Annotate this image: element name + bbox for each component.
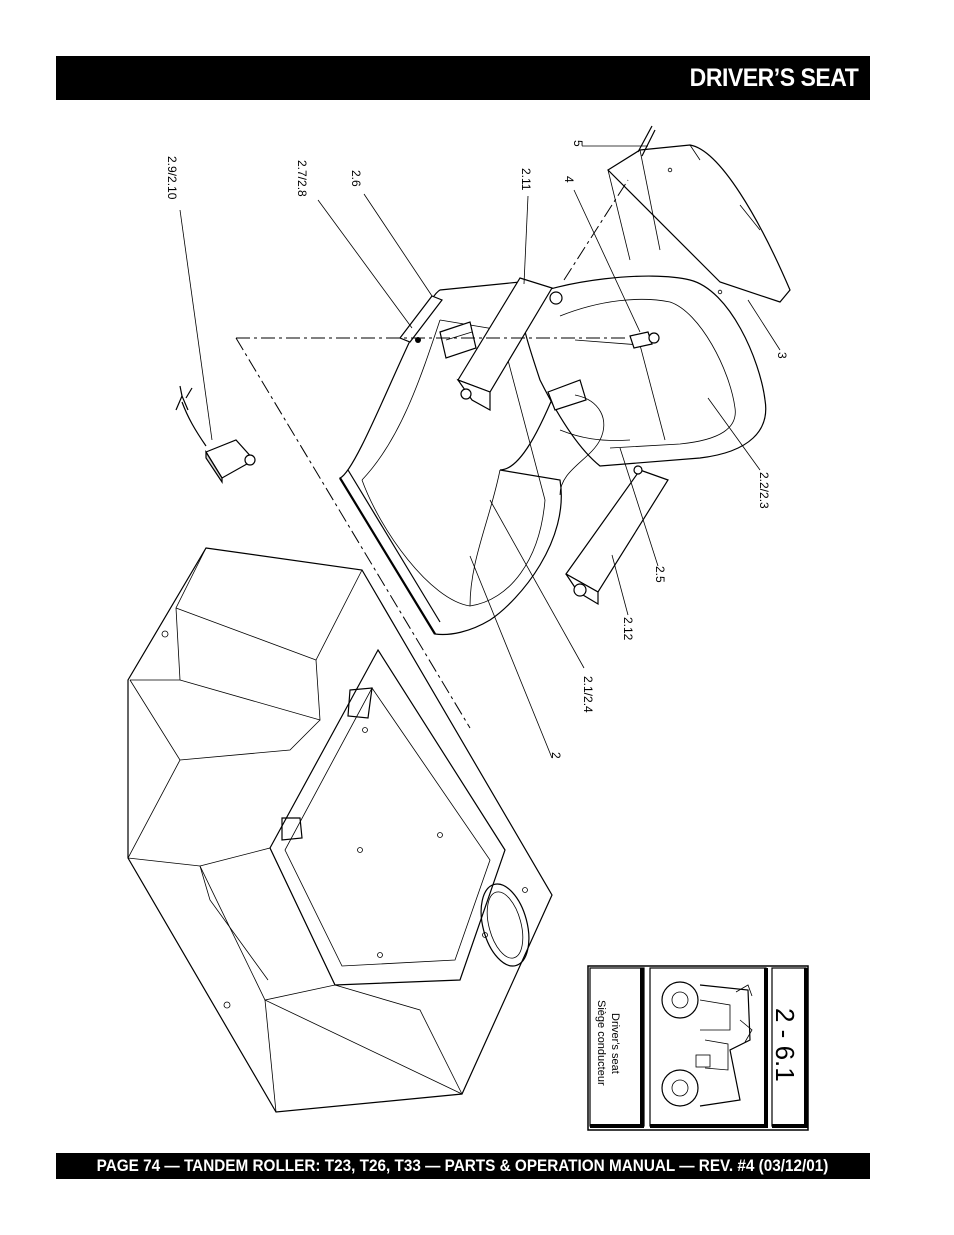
- callout-label: 5: [571, 140, 585, 147]
- callout-label: 2: [549, 752, 563, 759]
- reference-caption-line2: Siège conducteur: [595, 1000, 607, 1086]
- assembly-line: [563, 179, 629, 281]
- page-title: DRIVER’S SEAT: [689, 63, 858, 92]
- callout-label: 2.2/2.3: [757, 472, 771, 509]
- footer-bar: PAGE 74 — TANDEM ROLLER: T23, T26, T33 —…: [56, 1153, 870, 1179]
- seat-back: [519, 275, 767, 496]
- backrest-extension: [607, 144, 791, 303]
- seat-switch: [175, 385, 256, 484]
- assembly-line: [235, 337, 471, 729]
- seat-base-housing: [127, 547, 553, 1113]
- page-footer: PAGE 74 — TANDEM ROLLER: T23, T26, T33 —…: [97, 1156, 829, 1175]
- header-bar: DRIVER’S SEAT: [56, 56, 870, 100]
- reference-box: Driver's seat Siège conducteur 2 - 6.1: [587, 965, 809, 1131]
- roller-thumbnail: [661, 981, 753, 1107]
- leader-lines: [179, 145, 781, 759]
- callout-label: 2.12: [621, 617, 635, 641]
- callout-label: 2.5: [653, 566, 667, 583]
- reference-code: 2 - 6.1: [770, 1008, 800, 1082]
- callout-label: 2.11: [519, 168, 533, 191]
- callout-label: 2.9/2.10: [165, 156, 179, 200]
- seat-cushion: [339, 281, 569, 636]
- reference-caption-line1: Driver's seat: [609, 1013, 621, 1074]
- callout-label: 3: [775, 352, 789, 359]
- slide-rail-assembly: [399, 295, 477, 359]
- callout-label: 2.7/2.8: [295, 160, 309, 197]
- armrest-upper: [456, 277, 563, 412]
- callout-label: 2.1/2.4: [581, 676, 595, 713]
- bolt-and-pin: [629, 125, 660, 349]
- callout-label: 4: [562, 176, 576, 183]
- armrest-lower: [565, 465, 669, 606]
- callout-labels: 2.9/2.10 2.7/2.8 2.6 2.11 4 5 3 2.2/2.3 …: [165, 140, 789, 759]
- callout-label: 2.6: [349, 170, 363, 187]
